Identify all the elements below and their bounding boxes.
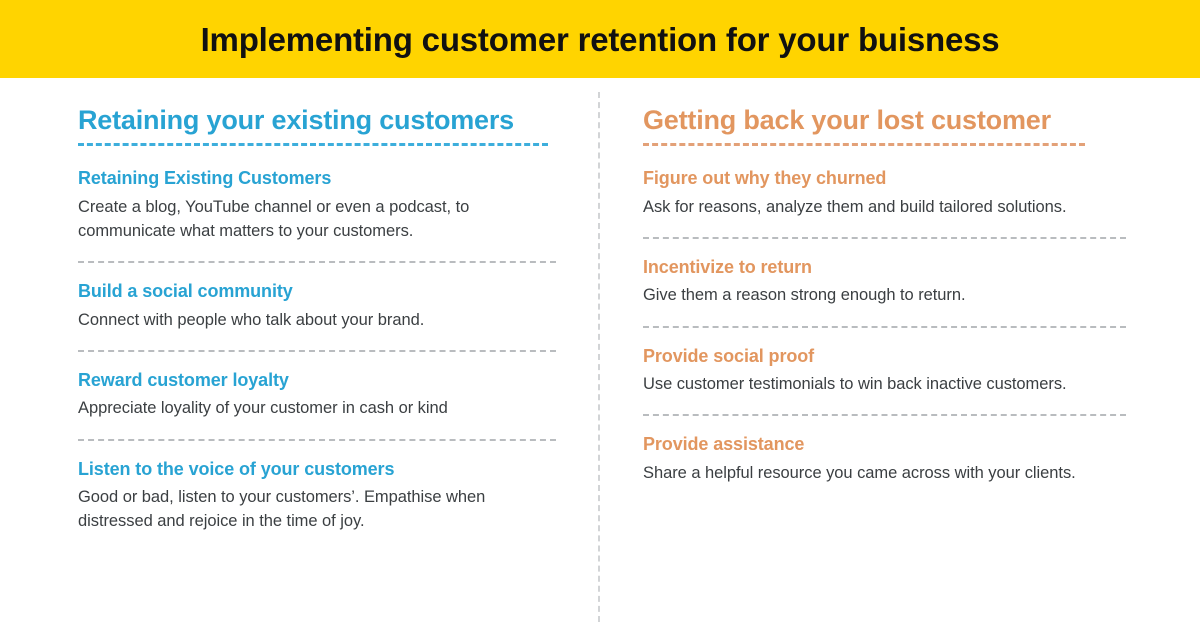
item-body: Ask for reasons, analyze them and build … <box>643 197 1067 216</box>
item-list-getting-back: Figure out why they churned Ask for reas… <box>643 168 1126 485</box>
list-item: Incentivize to return Give them a reason… <box>643 257 1126 328</box>
item-body: Connect with people who talk about your … <box>78 310 425 329</box>
item-separator <box>78 261 556 264</box>
item-list-retaining: Retaining Existing Customers Create a bl… <box>78 168 558 533</box>
item-body: Give them a reason strong enough to retu… <box>643 286 966 305</box>
list-item: Provide assistance Share a helpful resou… <box>643 434 1126 485</box>
column-getting-back: Getting back your lost customer Figure o… <box>643 106 1126 485</box>
item-body: Good or bad, listen to your customers’. … <box>78 487 486 531</box>
list-item: Build a social community Connect with pe… <box>78 281 558 353</box>
section-heading-underline <box>78 143 548 147</box>
item-body: Create a blog, YouTube channel or even a… <box>78 197 470 240</box>
list-item: Retaining Existing Customers Create a bl… <box>78 168 558 264</box>
item-body: Appreciate loyality of your customer in … <box>78 399 448 418</box>
page-title: Implementing customer retention for your… <box>200 20 1000 58</box>
item-title: Build a social community <box>78 281 293 302</box>
item-title: Listen to the voice of your customers <box>78 458 395 479</box>
item-separator <box>78 350 556 353</box>
item-body: Share a helpful resource you came across… <box>643 463 1076 482</box>
item-body: Use customer testimonials to win back in… <box>643 374 1067 393</box>
item-separator <box>643 236 1126 239</box>
item-title: Figure out why they churned <box>643 168 887 189</box>
title-banner: Implementing customer retention for your… <box>0 0 1200 78</box>
list-item: Provide social proof Use customer testim… <box>643 346 1126 417</box>
item-title: Provide assistance <box>643 434 805 455</box>
content-area: Retaining your existing customers Retain… <box>0 78 1200 630</box>
item-separator <box>78 438 556 441</box>
list-item: Reward customer loyalty Appreciate loyal… <box>78 370 558 441</box>
item-title: Reward customer loyalty <box>78 370 289 391</box>
list-item: Figure out why they churned Ask for reas… <box>643 168 1126 239</box>
section-heading-underline <box>643 143 1085 147</box>
item-title: Incentivize to return <box>643 256 812 277</box>
item-title: Provide social proof <box>643 345 815 366</box>
list-item: Listen to the voice of your customers Go… <box>78 459 558 534</box>
column-retaining: Retaining your existing customers Retain… <box>78 106 558 534</box>
item-separator <box>643 414 1126 417</box>
item-separator <box>643 325 1126 328</box>
section-heading-retaining: Retaining your existing customers <box>78 105 514 135</box>
item-title: Retaining Existing Customers <box>78 168 332 189</box>
column-divider <box>598 92 600 622</box>
section-heading-getting-back: Getting back your lost customer <box>643 105 1051 135</box>
